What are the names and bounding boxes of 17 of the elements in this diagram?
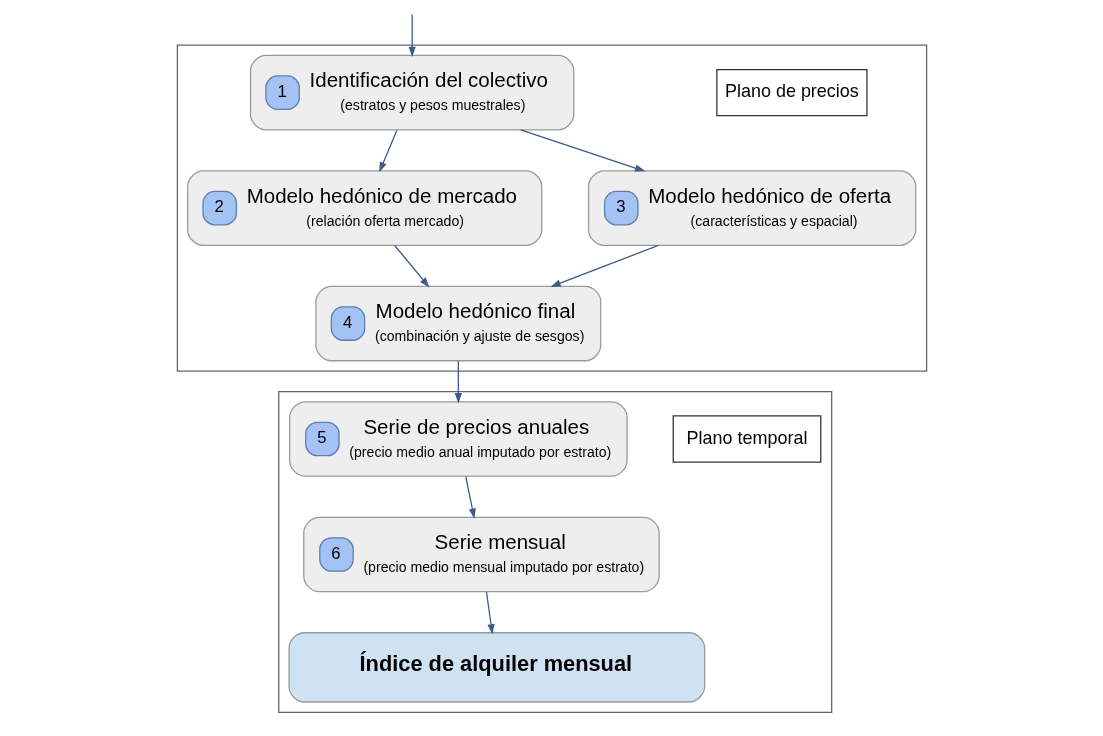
arrow [485, 591, 495, 635]
arrow [378, 129, 398, 173]
node-box: 5 Serie de precios anuales (precio medio anual imputado por estrato) [288, 401, 628, 477]
node-box: 1 Identificación del colectivo (estratos y pesos muestrales) [249, 54, 574, 131]
node-box: Índice de alquiler mensual [287, 632, 705, 703]
node-box: 3 Modelo hedónico de oferta (características y espacial) [587, 170, 916, 246]
arrow [454, 360, 462, 404]
arrow [408, 13, 416, 58]
node-box: 4 Modelo hedónico final (combinación y ajuste de sesgos) [314, 285, 601, 362]
arrow [549, 244, 659, 287]
arrow [393, 245, 429, 288]
node-box: 6 Serie mensual (precio medio mensual imputado por estrato) [302, 516, 660, 593]
node-box: Plano temporal [672, 415, 821, 463]
arrow [464, 476, 476, 519]
node-box: 2 Modelo hedónico de mercado (relación oferta mercado) [186, 170, 542, 246]
arrow [519, 129, 645, 172]
node-box: Plano de precios [715, 68, 868, 117]
